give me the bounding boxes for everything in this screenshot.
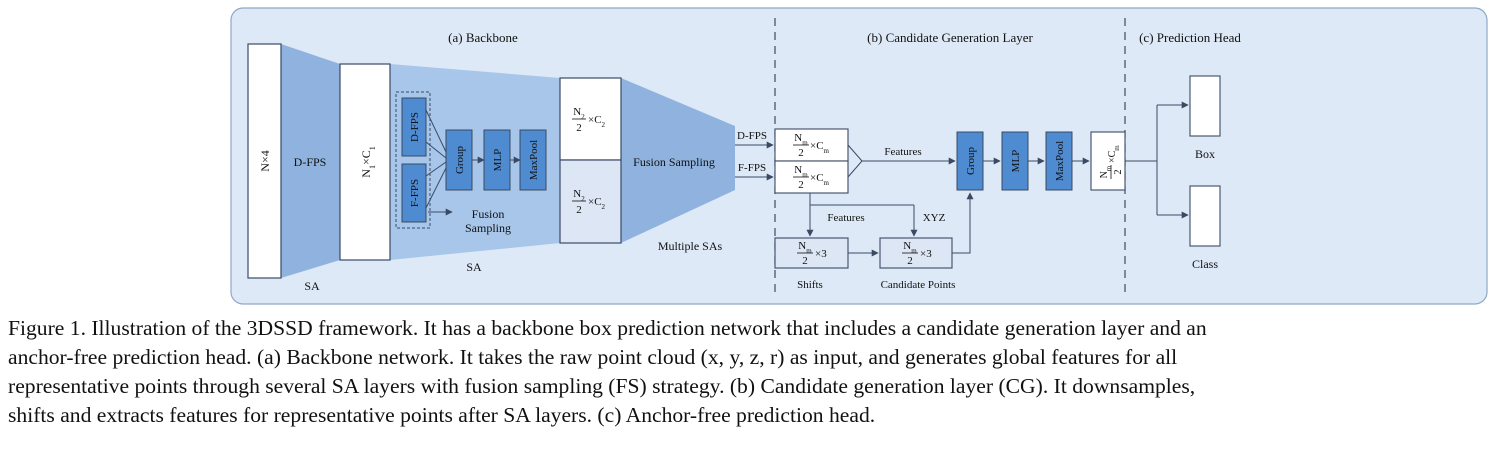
cg-group-block xyxy=(956,131,984,191)
shifts-num: Nm xyxy=(798,240,812,255)
shifts-label: Shifts xyxy=(797,279,823,291)
class-label: Class xyxy=(1192,257,1218,271)
section-title-cg: (b) Candidate Generation Layer xyxy=(867,30,1033,45)
funnel-line-2 xyxy=(425,141,447,159)
dfps-trapezoid xyxy=(281,44,340,278)
candidate-num: Nm xyxy=(903,240,917,255)
inner-dfps-block xyxy=(401,97,427,157)
inner-ffps-label: F-FPS xyxy=(409,179,421,207)
shifts-den: 2 xyxy=(802,255,808,267)
cg-mlp-label: MLP xyxy=(1010,150,1022,173)
sa-region xyxy=(390,64,560,260)
n1c1-block xyxy=(339,63,391,261)
caption-line-3: representative points through several SA… xyxy=(8,374,1196,398)
n2c2-top-c: ×C2 xyxy=(588,114,606,129)
caption-line-1: Figure 1. Illustration of the 3DSSD fram… xyxy=(8,316,1207,340)
figure-caption: Figure 1. Illustration of the 3DSSD fram… xyxy=(8,314,1488,430)
cg-output-label: Nm 2 ×Cm xyxy=(1099,145,1124,179)
maxpool-label: MaxPool xyxy=(528,140,540,180)
n1c1-label: N1×C1 xyxy=(359,146,377,177)
n2c2-bottom-box xyxy=(559,159,622,244)
features-mid-label: Features xyxy=(827,212,864,224)
nm1-c: ×Cm xyxy=(810,140,830,155)
nm2-den: 2 xyxy=(798,179,804,191)
nm2-c: ×Cm xyxy=(810,172,830,187)
class-head-block xyxy=(1189,185,1221,247)
candidate-den: 2 xyxy=(907,255,913,267)
mlp-label: MLP xyxy=(492,149,504,172)
candidate-label: Candidate Points xyxy=(881,279,956,291)
input-block xyxy=(247,43,282,279)
nm-box-1 xyxy=(774,128,849,162)
cg-dfps-label: D-FPS xyxy=(737,130,767,142)
section-title-head: (c) Prediction Head xyxy=(1139,30,1241,45)
fusion-sampling-trapezoid xyxy=(621,78,735,243)
nm1-den: 2 xyxy=(798,147,804,159)
n2c2-bot-num: N2 xyxy=(573,188,585,203)
n2c2-top-num: N2 xyxy=(573,106,585,121)
maxpool-block xyxy=(519,129,547,191)
out-den: 2 xyxy=(1113,170,1124,175)
funnel-line-3 xyxy=(425,161,447,177)
box-label: Box xyxy=(1195,147,1215,161)
features-top-label: Features xyxy=(884,146,921,158)
candidate-c: ×3 xyxy=(920,248,932,260)
input-label: N×4 xyxy=(258,150,272,171)
group-label: Group xyxy=(454,145,466,174)
n2c2-bot-den: 2 xyxy=(576,204,582,216)
n2c2-bot-c: ×C2 xyxy=(588,196,606,211)
cg-group-label: Group xyxy=(965,146,977,175)
box-head-block xyxy=(1189,75,1221,137)
inner-dfps-label: D-FPS xyxy=(409,112,421,142)
section-title-backbone: (a) Backbone xyxy=(448,30,518,45)
sa-label-2: SA xyxy=(466,260,482,274)
caption-line-4: shifts and extracts features for represe… xyxy=(8,403,876,427)
sampling-dashed-box xyxy=(395,91,431,229)
sa-label-1: SA xyxy=(304,279,320,293)
nm2-num: Nm xyxy=(794,164,808,179)
cg-ffps-label: F-FPS xyxy=(738,162,766,174)
funnel-line-1 xyxy=(425,109,447,153)
nm1-num: Nm xyxy=(794,132,808,147)
cg-maxpool-label: MaxPool xyxy=(1054,141,1066,181)
multiple-sas-label: Multiple SAs xyxy=(658,239,723,253)
dfps-label: D-FPS xyxy=(294,155,327,169)
fusion-sampling-label: Fusion Sampling xyxy=(633,155,715,169)
caption-line-2: anchor-free prediction head. (a) Backbon… xyxy=(8,345,1178,369)
n2c2-top-box xyxy=(559,77,622,161)
group-block xyxy=(445,129,473,191)
n2c2-top-den: 2 xyxy=(576,122,582,134)
cg-maxpool-block xyxy=(1045,131,1073,191)
nm-box-2 xyxy=(774,160,849,194)
out-c: ×Cm xyxy=(1107,145,1121,163)
inner-ffps-block xyxy=(401,163,427,223)
fusion-label-1: Fusion xyxy=(472,207,505,221)
funnel-line-4 xyxy=(425,167,447,209)
fusion-label-2: Sampling xyxy=(465,221,511,235)
diagram: (a) Backbone (b) Candidate Generation La… xyxy=(230,7,1488,305)
cg-mlp-block xyxy=(1001,131,1029,191)
shifts-c: ×3 xyxy=(815,248,827,260)
xyz-label: XYZ xyxy=(923,212,946,224)
arrow-candidate-group xyxy=(952,192,974,254)
out-num: Nm xyxy=(1099,165,1113,178)
